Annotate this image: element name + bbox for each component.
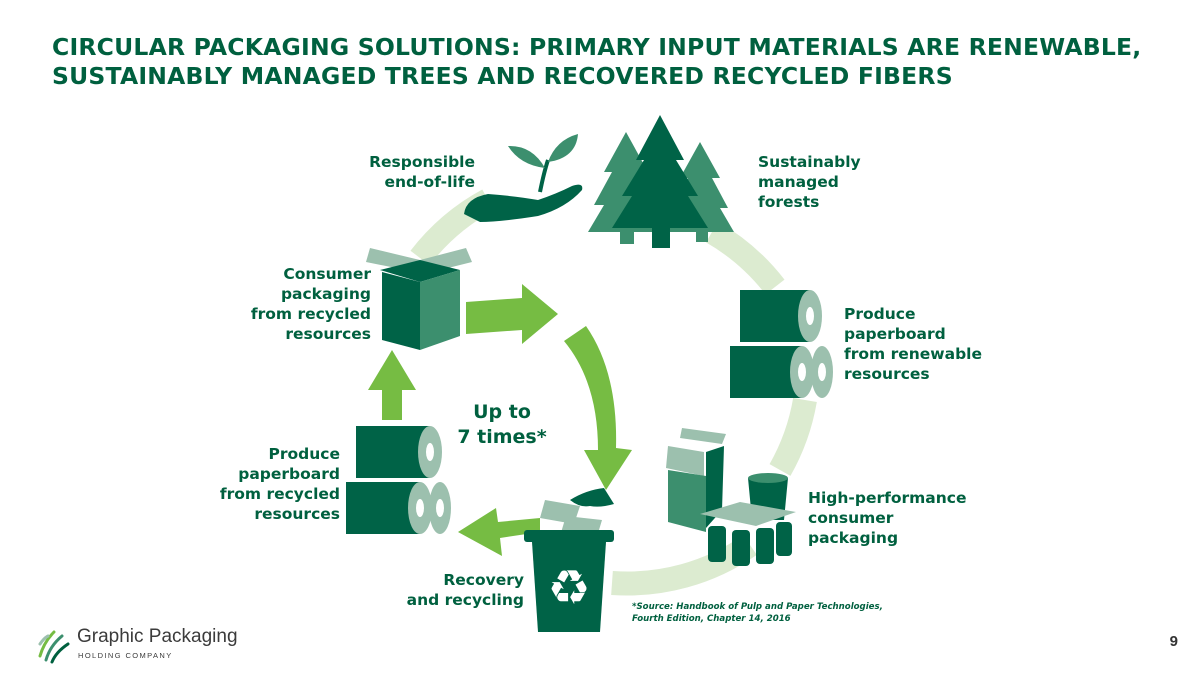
label-produce-renewable: Produce paperboard from renewable resour… [844,304,982,384]
stage-label-line: Produce [268,445,340,463]
arrow-bin-to-rolls [458,508,540,556]
svg-text:♻: ♻ [547,560,590,616]
stage-label-line: from recycled [219,485,340,503]
stage-label-line: end-of-life [384,173,475,191]
title-line-2: SUSTAINABLY MANAGED TREES AND RECOVERED … [52,62,953,90]
paperboard-rolls-icon [730,290,833,398]
title-line-1: CIRCULAR PACKAGING SOLUTIONS: PRIMARY IN… [52,33,1142,61]
inner-cycle-arrows [368,284,632,556]
stage-label-line: resources [844,365,930,383]
stage-label-line: High-performance [808,489,967,507]
packaging-icon [666,428,796,566]
footnote-line-1: *Source: Handbook of Pulp and Paper Tech… [632,602,883,612]
center-line-1: Up to [473,401,531,423]
ring-arc-produce-to-packaging [769,397,817,476]
ring-arc-forest-to-produce [705,221,785,295]
stage-label-line: paperboard [844,325,946,343]
stage-label-line: forests [758,193,820,211]
footnote-line-2: Fourth Edition, Chapter 14, 2016 [632,614,791,624]
trees-icon [588,115,734,248]
label-recovery-recycling: Recovery and recycling [407,570,524,610]
arrow-rolls-to-box [368,350,416,420]
stage-label-line: managed [758,173,839,191]
hand-sprout-icon [464,134,583,222]
arrow-box-to-bin-top [466,284,558,344]
recycling-bin-icon: ♻ [524,488,614,632]
stage-label-line: from renewable [844,345,982,363]
stage-label-line: Consumer [283,265,371,283]
stage-label-line: Responsible [369,153,475,171]
ring-arc-packaging-to-bin [611,535,757,596]
stage-label-line: Recovery [443,571,524,589]
center-line-2: 7 times* [457,426,547,448]
stage-label-line: resources [285,325,371,343]
stage-label-line: consumer [808,509,894,527]
stage-label-line: packaging [280,285,371,303]
company-logo: Graphic Packaging HOLDING COMPANY [34,624,238,664]
leaf-logo-icon [38,630,70,664]
label-high-performance-packaging: High-performance consumer packaging [808,488,966,548]
stage-label-line: Sustainably [758,153,861,171]
arrow-box-to-bin-curve [564,326,632,490]
stage-label-line: resources [254,505,340,523]
stage-label-line: packaging [808,529,899,547]
page-number: 9 [1169,633,1178,650]
paperboard-rolls-icon [346,426,451,534]
center-label: Up to 7 times* [442,400,562,450]
logo-subtitle: HOLDING COMPANY [78,651,173,660]
stage-label-line: and recycling [406,591,524,609]
label-produce-recycled: Produce paperboard from recycled resourc… [220,444,340,524]
stage-label-line: paperboard [238,465,340,483]
slide-title: CIRCULAR PACKAGING SOLUTIONS: PRIMARY IN… [52,33,1152,91]
stage-label-line: Produce [844,305,916,323]
label-consumer-packaging: Consumer packaging from recycled resourc… [251,264,371,344]
stage-label-line: from recycled [250,305,371,323]
label-responsible-end-of-life: Responsible end-of-life [369,152,475,192]
logo-name: Graphic Packaging [77,626,238,647]
label-sustainably-managed-forests: Sustainably managed forests [758,152,861,212]
box-icon [366,248,472,350]
source-footnote: *Source: Handbook of Pulp and Paper Tech… [632,601,883,625]
